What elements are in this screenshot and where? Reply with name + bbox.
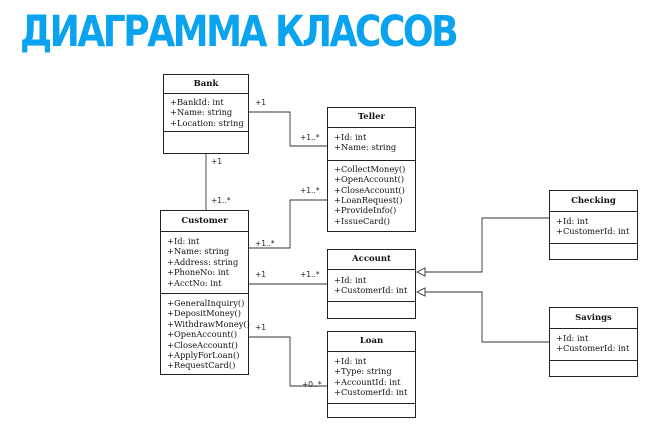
multiplicity-label: +1..* — [300, 186, 320, 195]
operations-compartment: +CollectMoney() +OpenAccount() +CloseAcc… — [328, 161, 415, 231]
attribute: +Address: string — [167, 256, 239, 267]
assoc-bank-teller — [248, 111, 327, 147]
operation: +IssueCard() — [334, 215, 391, 226]
multiplicity-label: +1..* — [300, 270, 320, 279]
operation: +OpenAccount() — [334, 174, 405, 185]
attribute: +Id: int — [334, 132, 367, 142]
attributes-compartment: +Id: int +Type: string +AccountId: int +… — [328, 352, 415, 404]
multiplicity-label: +1..* — [300, 133, 320, 142]
operations-compartment — [328, 302, 415, 318]
multiplicity-label: +1 — [211, 157, 223, 166]
attribute: +CustomerId: int — [334, 285, 408, 296]
class-name: Account — [328, 250, 415, 270]
operations-compartment: +GeneralInquiry() +DepositMoney() +Withd… — [161, 294, 250, 374]
attribute: +PhoneNo: int — [167, 267, 230, 278]
attribute: +AccountId: int — [334, 376, 401, 387]
attribute: +Id: int — [334, 275, 367, 285]
multiplicity-label: +1 — [255, 270, 267, 279]
class-checking[interactable]: Checking +Id: int +CustomerId: int — [549, 190, 638, 260]
operations-compartment — [550, 361, 637, 376]
multiplicity-label: +1 — [255, 323, 267, 332]
generalization-arrowhead — [415, 287, 426, 297]
multiplicity-label: +1..* — [255, 239, 275, 248]
attribute: +Type: string — [334, 366, 392, 377]
attribute: +CustomerId: int — [556, 343, 630, 354]
operation: +OpenAccount() — [167, 329, 238, 340]
attribute: +CustomerId: int — [334, 387, 408, 398]
operation: +WithdrawMoney() — [167, 318, 250, 329]
page-title: ДИАГРАММА КЛАССОВ — [20, 7, 459, 57]
inherit-checking-account — [425, 217, 549, 273]
operation: +CloseAccount() — [334, 184, 405, 195]
attribute: +Name: string — [167, 246, 230, 257]
operation: +CloseAccount() — [167, 339, 238, 350]
operation: +DepositMoney() — [167, 308, 241, 319]
class-loan[interactable]: Loan +Id: int +Type: string +AccountId: … — [327, 331, 416, 418]
class-customer[interactable]: Customer +Id: int +Name: string +Address… — [160, 210, 250, 375]
class-name: Checking — [550, 191, 637, 212]
class-bank[interactable]: Bank +BankId: int +Name: string +Locatio… — [163, 74, 249, 154]
attributes-compartment: +BankId: int +Name: string +Location: st… — [164, 94, 248, 133]
attributes-compartment: +Id: int +CustomerId: int — [328, 270, 415, 302]
class-teller[interactable]: Teller +Id: int +Name: string +CollectMo… — [327, 107, 416, 232]
operation: +GeneralInquiry() — [167, 298, 245, 309]
class-name: Teller — [328, 108, 415, 128]
operation: +LoanRequest() — [334, 195, 403, 206]
attribute: +Id: int — [167, 236, 200, 246]
attributes-compartment: +Id: int +Name: string — [328, 128, 415, 161]
class-name: Customer — [161, 211, 248, 232]
assoc-customer-teller — [248, 199, 327, 249]
attribute: +Id: int — [556, 216, 589, 226]
operations-compartment — [550, 244, 637, 259]
multiplicity-label: +0..* — [302, 380, 322, 389]
attributes-compartment: +Id: int +Name: string +Address: string … — [161, 232, 248, 295]
class-name: Savings — [550, 308, 637, 329]
operations-compartment — [328, 404, 415, 417]
attributes-compartment: +Id: int +CustomerId: int — [550, 212, 637, 244]
attribute: +Id: int — [556, 333, 589, 343]
multiplicity-label: +1 — [255, 98, 267, 107]
attribute: +CustomerId: int — [556, 226, 630, 237]
inherit-savings-account — [425, 291, 549, 343]
attribute: +Id: int — [334, 356, 367, 366]
operations-compartment — [164, 132, 248, 153]
operation: +ProvideInfo() — [334, 205, 397, 216]
attribute: +Name: string — [334, 142, 397, 153]
class-savings[interactable]: Savings +Id: int +CustomerId: int — [549, 307, 638, 377]
generalization-arrowhead — [415, 267, 426, 277]
operation: +ApplyForLoan() — [167, 350, 240, 361]
operation: +RequestCard() — [167, 360, 236, 371]
attributes-compartment: +Id: int +CustomerId: int — [550, 329, 637, 361]
attribute: +Name: string — [170, 107, 233, 118]
attribute: +BankId: int — [170, 97, 224, 107]
attribute: +Location: string — [170, 117, 244, 128]
operation: +CollectMoney() — [334, 163, 406, 174]
assoc-customer-loan — [248, 336, 327, 387]
class-name: Bank — [164, 75, 248, 94]
multiplicity-label: +1..* — [211, 196, 231, 205]
class-name: Loan — [328, 332, 415, 352]
class-account[interactable]: Account +Id: int +CustomerId: int — [327, 249, 416, 319]
attribute: +AcctNo: int — [167, 277, 222, 288]
